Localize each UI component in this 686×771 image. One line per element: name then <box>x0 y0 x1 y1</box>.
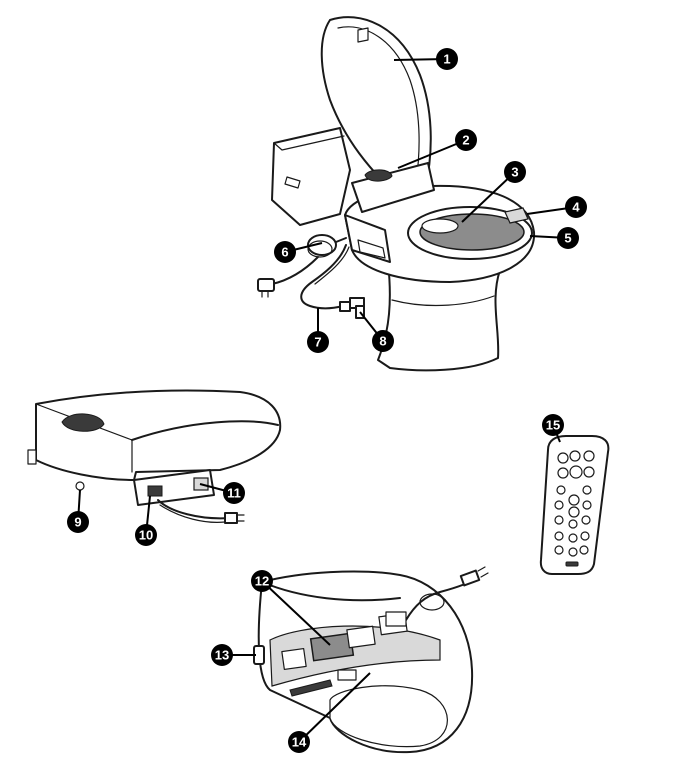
callout-12: 12 <box>251 570 273 592</box>
callout-2-label: 2 <box>462 133 469 148</box>
power-cord-top <box>257 234 347 298</box>
callout-8-label: 8 <box>379 334 386 349</box>
callout-9-label: 9 <box>74 515 81 530</box>
callout-6: 6 <box>274 241 296 263</box>
callout-4: 4 <box>565 196 587 218</box>
callout-3-label: 3 <box>511 165 518 180</box>
callout-12-label: 12 <box>255 574 269 589</box>
callout-10-label: 10 <box>139 528 153 543</box>
remote-control-illustration <box>539 435 610 575</box>
remote-buttons <box>554 450 595 557</box>
nozzle-housing <box>351 162 435 213</box>
callout-4-label: 4 <box>572 200 580 215</box>
seat-shell <box>35 389 282 481</box>
callout-9: 9 <box>67 511 89 533</box>
tank-lever <box>284 176 301 189</box>
callout-13-label: 13 <box>215 648 229 663</box>
toilet-pedestal <box>377 261 501 372</box>
callout-1: 1 <box>436 48 458 70</box>
callout-7-label: 7 <box>314 335 321 350</box>
seat-underside-illustration <box>253 566 489 754</box>
callout-13: 13 <box>211 644 233 666</box>
callout-7: 7 <box>307 331 329 353</box>
seat-side-view-illustration <box>27 389 282 524</box>
toilet-assembly-illustration <box>257 16 536 372</box>
callout-15: 15 <box>542 414 564 436</box>
callout-5-label: 5 <box>564 231 571 246</box>
callout-14-label: 14 <box>292 735 307 750</box>
callout-15-label: 15 <box>546 418 560 433</box>
toilet-tank <box>271 127 351 226</box>
callout-8: 8 <box>372 330 394 352</box>
callout-5: 5 <box>557 227 579 249</box>
callout-3: 3 <box>504 161 526 183</box>
callout-11-label: 11 <box>227 486 241 501</box>
callout-1-label: 1 <box>443 52 450 67</box>
callout-11: 11 <box>223 482 245 504</box>
callout-14: 14 <box>288 731 310 753</box>
side-indicator-panel <box>504 207 529 224</box>
callout-10: 10 <box>135 524 157 546</box>
callout-2: 2 <box>455 129 477 151</box>
callout-6-label: 6 <box>281 245 288 260</box>
